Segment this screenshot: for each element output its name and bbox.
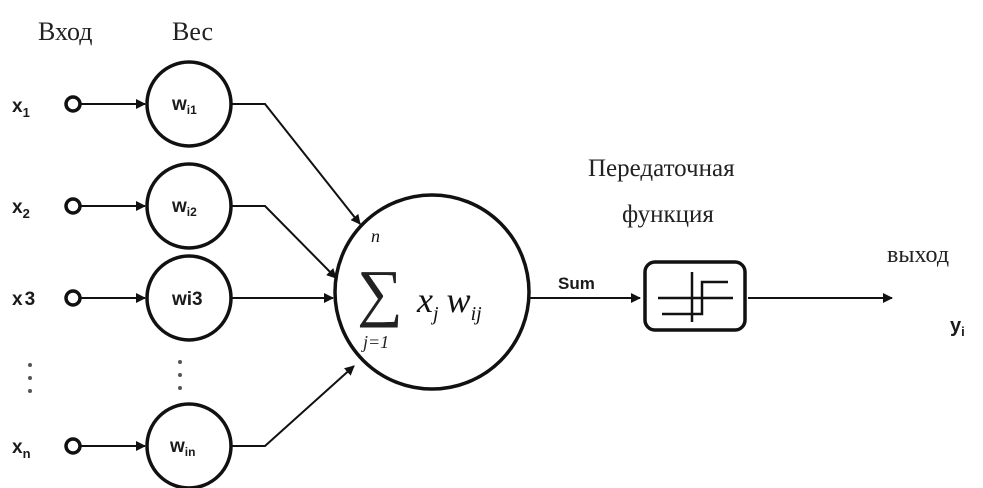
input-port (64, 437, 82, 455)
input-label: xn (12, 437, 31, 461)
input-port (64, 289, 82, 307)
weight-to-sum-arrow-n (231, 365, 355, 447)
input-port (64, 197, 82, 215)
input-row-2: x2 wi2 (12, 162, 233, 250)
output-symbol: yi (950, 315, 965, 339)
transfer-function-box (643, 260, 747, 332)
weight-label: win (169, 436, 195, 459)
weight-ellipsis (178, 360, 182, 390)
input-header: Вход (38, 17, 93, 46)
input-ellipsis (28, 363, 32, 393)
transfer-caption-line2: функция (622, 201, 714, 228)
input-port (64, 95, 82, 113)
output-label: выход (887, 242, 949, 268)
input-label: x1 (12, 96, 30, 120)
weight-label: wi1 (171, 94, 197, 117)
weight-header: Вес (172, 17, 213, 46)
weight-label: wi3 (171, 289, 203, 310)
summation-symbol: ∑ (357, 257, 403, 328)
input-row-1: x1 wi1 (12, 60, 233, 148)
summation-lower-limit: j=1 (361, 332, 389, 352)
sum-label: Sum (558, 274, 595, 293)
input-label: x2 (12, 197, 30, 221)
weight-to-sum-arrow-2 (231, 205, 337, 279)
input-row-n: xn win (12, 402, 233, 488)
weight-label: wi2 (171, 196, 197, 219)
weight-to-sum-arrow-1 (231, 103, 361, 225)
transfer-caption-line1: Передаточная (588, 155, 735, 182)
summation-upper-limit: n (371, 226, 380, 246)
step-function-icon (658, 272, 733, 322)
